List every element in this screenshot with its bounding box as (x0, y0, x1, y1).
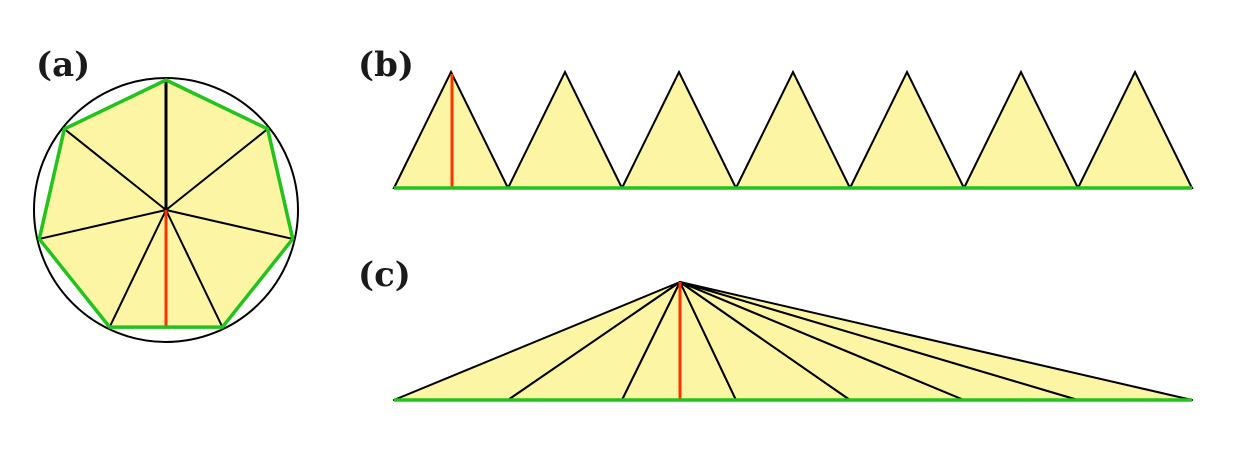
strip-triangle (620, 69, 738, 189)
strip-triangle (962, 69, 1080, 189)
heptagon-spoke (165, 128, 269, 211)
strip-triangle (848, 69, 966, 189)
panel-a-heptagon (33, 77, 299, 343)
panel-label-c: (c) (358, 255, 411, 295)
panel-c-triangle-fan (393, 281, 1193, 402)
strip-triangle (1076, 69, 1194, 189)
heptagon-spoke (108, 209, 167, 328)
heptagon-spoke (63, 128, 167, 211)
heptagon-perimeter (37, 78, 295, 329)
panel-label-a: (a) (36, 45, 91, 85)
circumscribed-circle (33, 77, 299, 343)
heptagon-spoke (165, 209, 224, 328)
strip-triangle (734, 69, 852, 189)
heptagon-spoke (165, 209, 293, 240)
panel-label-b: (b) (358, 45, 414, 85)
panel-b-triangle-strip (392, 69, 1194, 190)
strip-triangle (506, 69, 624, 189)
heptagon-spoke (39, 209, 167, 240)
